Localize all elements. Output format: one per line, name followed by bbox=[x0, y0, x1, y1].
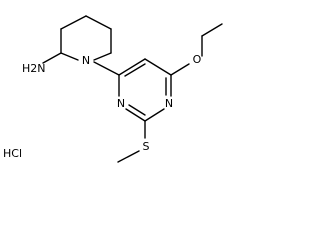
bond-s-ch3 bbox=[117, 150, 140, 163]
bond-n1p-c2p bbox=[144, 108, 165, 122]
bond-c4p-c5p-inner bbox=[124, 63, 146, 77]
bond-n1-c2 bbox=[60, 52, 79, 61]
ethoxy-group bbox=[170, 23, 223, 76]
bond-c2p-n3p-inner bbox=[128, 104, 146, 116]
pyrimidine-nitrogen-left-label: N bbox=[117, 97, 125, 110]
ether-oxygen-label: O bbox=[193, 53, 202, 66]
bond-c2p-n3p bbox=[125, 108, 146, 122]
pyrimidine-ring bbox=[118, 58, 172, 122]
bond-c5p-c6p bbox=[144, 58, 172, 76]
bond-c4-c5 bbox=[85, 15, 112, 30]
piperidine-ring bbox=[42, 15, 112, 64]
pyrimidine-nitrogen-right-label: N bbox=[165, 97, 173, 110]
amine-label: H2N bbox=[22, 62, 46, 75]
bond-c6-n1 bbox=[93, 52, 112, 61]
bond-ch2-ch3 bbox=[201, 23, 223, 37]
bond-c6p-o bbox=[170, 63, 190, 76]
methylthio-group bbox=[117, 120, 146, 163]
bond-n1-pyrimidine bbox=[93, 61, 120, 76]
bond-c3-c4 bbox=[60, 15, 87, 30]
structure-diagram: H2N N N N O S HCl bbox=[3, 15, 223, 163]
thioether-sulfur-label: S bbox=[143, 140, 150, 153]
salt-label: HCl bbox=[3, 147, 22, 160]
bond-c3-nh2 bbox=[42, 52, 62, 64]
bond-c4p-c5p bbox=[118, 58, 146, 76]
piperidine-nitrogen-label: N bbox=[82, 54, 90, 67]
